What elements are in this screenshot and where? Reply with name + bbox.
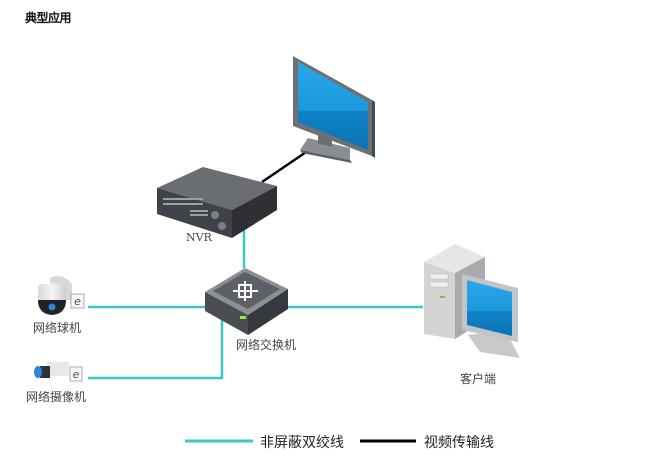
svg-text:e: e bbox=[74, 295, 81, 308]
box-camera-label: 网络摄像机 bbox=[26, 390, 87, 404]
legend-video-label: 视频传输线 bbox=[424, 435, 494, 451]
dome-camera-icon: e bbox=[38, 276, 85, 315]
nvr-icon bbox=[157, 167, 277, 238]
nvr-label: NVR bbox=[186, 231, 212, 244]
switch-label: 网络交换机 bbox=[236, 338, 297, 352]
legend-utp-swatch bbox=[185, 439, 253, 443]
utp-cable-box-switch bbox=[88, 316, 224, 380]
svg-text:e: e bbox=[73, 368, 80, 381]
legend-video-swatch bbox=[360, 439, 416, 443]
dome-camera-label: 网络球机 bbox=[33, 321, 82, 335]
client-label: 客户端 bbox=[460, 372, 497, 386]
page-title: 典型应用 bbox=[25, 11, 72, 25]
box-camera-icon: e bbox=[34, 362, 83, 382]
switch-arrows-icon bbox=[233, 281, 258, 301]
monitor-icon bbox=[293, 56, 375, 163]
switch-icon bbox=[205, 268, 288, 335]
legend-utp-label: 非屏蔽双绞线 bbox=[260, 435, 344, 451]
client-pc-icon bbox=[424, 244, 520, 358]
